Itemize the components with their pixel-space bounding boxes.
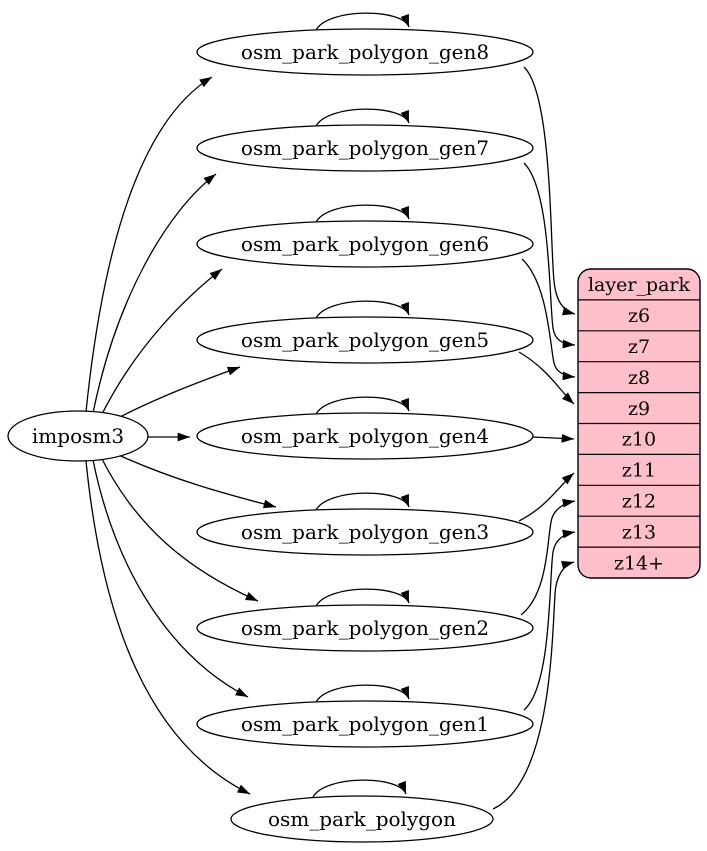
- edge-gen7-to-z7: [523, 162, 576, 349]
- table-ellipse: [230, 795, 494, 843]
- node-label: osm_park_polygon_gen2: [241, 616, 489, 640]
- edge-gen4-to-z10: [532, 433, 575, 443]
- node-label: osm_park_polygon: [268, 807, 456, 831]
- node-osm-park-polygon-gen1: osm_park_polygon_gen1: [196, 700, 534, 748]
- node-osm-park-polygon-gen5: osm_park_polygon_gen5: [196, 316, 534, 364]
- imposm3-ellipse: [7, 410, 149, 462]
- edge-gen8-to-z6: [523, 66, 576, 316]
- node-osm-park-polygon-gen4: osm_park_polygon_gen4: [196, 412, 534, 460]
- edge-imposm3-to-gen1: [92, 459, 249, 698]
- edge-gen3-to-z11: [518, 472, 575, 522]
- edge-imposm3-to-polygon: [85, 460, 251, 795]
- self-loop-gen4: [315, 396, 410, 415]
- layer-row-z8: z8: [628, 367, 650, 389]
- node-osm-park-polygon-gen8: osm_park_polygon_gen8: [196, 28, 534, 76]
- table-ellipse: [196, 412, 534, 460]
- table-ellipse: [196, 508, 534, 556]
- edge-polygon-to-z14plus: [492, 560, 575, 810]
- edge-gen6-to-z8: [521, 258, 576, 381]
- self-loop-gen2: [315, 588, 410, 607]
- edge-gen5-to-z9: [518, 351, 575, 405]
- node-label: osm_park_polygon_gen8: [241, 40, 489, 64]
- layer-row-z11: z11: [622, 460, 656, 482]
- edge-imposm3-to-gen3: [111, 451, 277, 509]
- node-label: osm_park_polygon_gen6: [241, 232, 489, 256]
- layer-row-z9: z9: [628, 398, 650, 420]
- layer-row-z12: z12: [622, 490, 656, 512]
- node-osm-park-polygon-gen2: osm_park_polygon_gen2: [196, 604, 534, 652]
- node-label: osm_park_polygon_gen5: [241, 328, 489, 352]
- table-ellipse: [196, 604, 534, 652]
- table-ellipse: [196, 220, 534, 268]
- table-ellipse: [196, 124, 534, 172]
- node-osm-park-polygon-gen7: osm_park_polygon_gen7: [196, 124, 534, 172]
- self-loop-gen8: [315, 12, 410, 31]
- self-loop-polygon: [312, 779, 407, 798]
- table-ellipse: [196, 28, 534, 76]
- edge-gen2-to-z12: [520, 498, 576, 616]
- layer-row-z6: z6: [628, 305, 650, 327]
- edge-imposm3-to-gen7: [92, 173, 217, 414]
- layer-row-z13: z13: [622, 521, 656, 543]
- node-label: osm_park_polygon_gen7: [241, 136, 489, 160]
- node-layer-park: layer_park z6 z7 z8 z9 z10 z11 z12 z13 z…: [577, 268, 701, 579]
- edge-imposm3-to-gen5: [111, 366, 241, 422]
- node-imposm3: imposm3: [7, 410, 149, 462]
- layer-park-title: layer_park: [588, 274, 691, 296]
- edge-gen1-to-z13: [523, 529, 576, 711]
- table-ellipse: [196, 700, 534, 748]
- edges: [85, 12, 576, 810]
- node-osm-park-polygon-gen6: osm_park_polygon_gen6: [196, 220, 534, 268]
- layer-row-z10: z10: [622, 429, 656, 451]
- self-loop-gen1: [315, 684, 410, 703]
- node-label: osm_park_polygon_gen3: [241, 520, 489, 544]
- node-osm-park-polygon-gen3: osm_park_polygon_gen3: [196, 508, 534, 556]
- layer-row-z7: z7: [628, 336, 650, 358]
- edge-imposm3-to-gen8: [85, 76, 213, 413]
- table-ellipse: [196, 316, 534, 364]
- node-osm-park-polygon: osm_park_polygon: [230, 795, 494, 843]
- self-loop-gen7: [315, 108, 410, 127]
- layer-row-z14plus: z14+: [614, 552, 664, 574]
- node-label: imposm3: [32, 424, 124, 448]
- self-loop-gen3: [315, 492, 410, 511]
- edge-imposm3-to-gen6: [100, 268, 223, 417]
- node-label: osm_park_polygon_gen4: [241, 424, 489, 448]
- self-loop-gen5: [315, 300, 410, 319]
- node-label: osm_park_polygon_gen1: [241, 712, 489, 736]
- self-loop-gen6: [315, 204, 410, 223]
- edge-imposm3-to-gen2: [100, 456, 259, 602]
